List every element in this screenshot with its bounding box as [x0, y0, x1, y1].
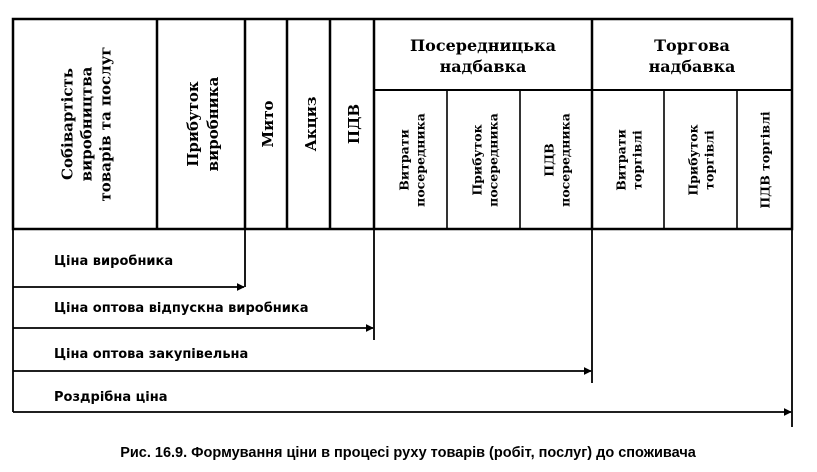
header-table	[11, 17, 794, 231]
text-line: товарів та послуг	[97, 47, 115, 202]
header-cost: Собівартістьвиробництватоварів та послуг	[59, 47, 115, 202]
sub-header-intermediary-costs: Витратипосередника	[397, 113, 428, 207]
text-line: Витрати	[614, 129, 629, 190]
text-line: виробництва	[78, 66, 96, 181]
text-line: торгівлі	[630, 130, 645, 190]
text-line: Торгова	[654, 36, 730, 55]
flow-label-retail: Роздрібна ціна	[54, 390, 167, 405]
group-headers: Посередницька надбавка Торгова надбавка	[410, 36, 735, 76]
text-line: ПДВ	[345, 104, 363, 144]
text-line: Прибуток	[184, 81, 202, 167]
text-line: надбавка	[440, 57, 527, 76]
text-line: Посередницька	[410, 36, 556, 55]
text-line: торгівлі	[702, 130, 717, 190]
text-line: посередника	[413, 113, 428, 207]
text-line: Собівартість	[59, 68, 77, 180]
text-line: Акциз	[302, 97, 320, 152]
text-line: надбавка	[649, 57, 736, 76]
text-line: посередника	[486, 113, 501, 207]
sub-header-trade-costs: Витратиторгівлі	[614, 129, 645, 190]
text-line: посередника	[558, 113, 573, 207]
sub-header-trade-profit: Прибутокторгівлі	[686, 124, 717, 195]
flow-label-wholesale-producer: Ціна оптова відпускна виробника	[54, 301, 308, 316]
header-excise: Акциз	[302, 97, 320, 152]
header-vat: ПДВ	[345, 104, 363, 144]
flow-label-producer-price: Ціна виробника	[54, 254, 173, 269]
text-line: ПДВ	[542, 143, 557, 176]
flow-labels: Ціна виробника Ціна оптова відпускна вир…	[54, 254, 308, 405]
text-line: Прибуток	[470, 124, 485, 195]
sub-column-headers: Витратипосередника Прибутокпосередника П…	[397, 111, 773, 209]
text-line: виробника	[204, 76, 222, 171]
sub-header-intermediary-profit: Прибутокпосередника	[470, 113, 501, 207]
text-line: Прибуток	[686, 124, 701, 195]
table-outer-border	[11, 17, 794, 231]
sub-header-intermediary-vat: ПДВпосередника	[542, 113, 573, 207]
flow-label-wholesale-purchase: Ціна оптова закупівельна	[54, 347, 248, 362]
text-line: Мито	[259, 100, 277, 147]
header-duty: Мито	[259, 100, 277, 147]
text-line: Витрати	[397, 129, 412, 190]
main-column-headers: Собівартістьвиробництватоварів та послуг…	[59, 47, 363, 202]
sub-header-trade-vat: ПДВ торгівлі	[758, 111, 773, 209]
text-line: ПДВ торгівлі	[758, 111, 773, 209]
figure-caption: Рис. 16.9. Формування ціни в процесі рух…	[120, 445, 697, 461]
flow-arrows	[13, 283, 792, 416]
group-trade-title: Торгова надбавка	[649, 36, 736, 76]
flow-brackets	[12, 229, 793, 427]
group-intermediary-title: Посередницька надбавка	[410, 36, 556, 76]
